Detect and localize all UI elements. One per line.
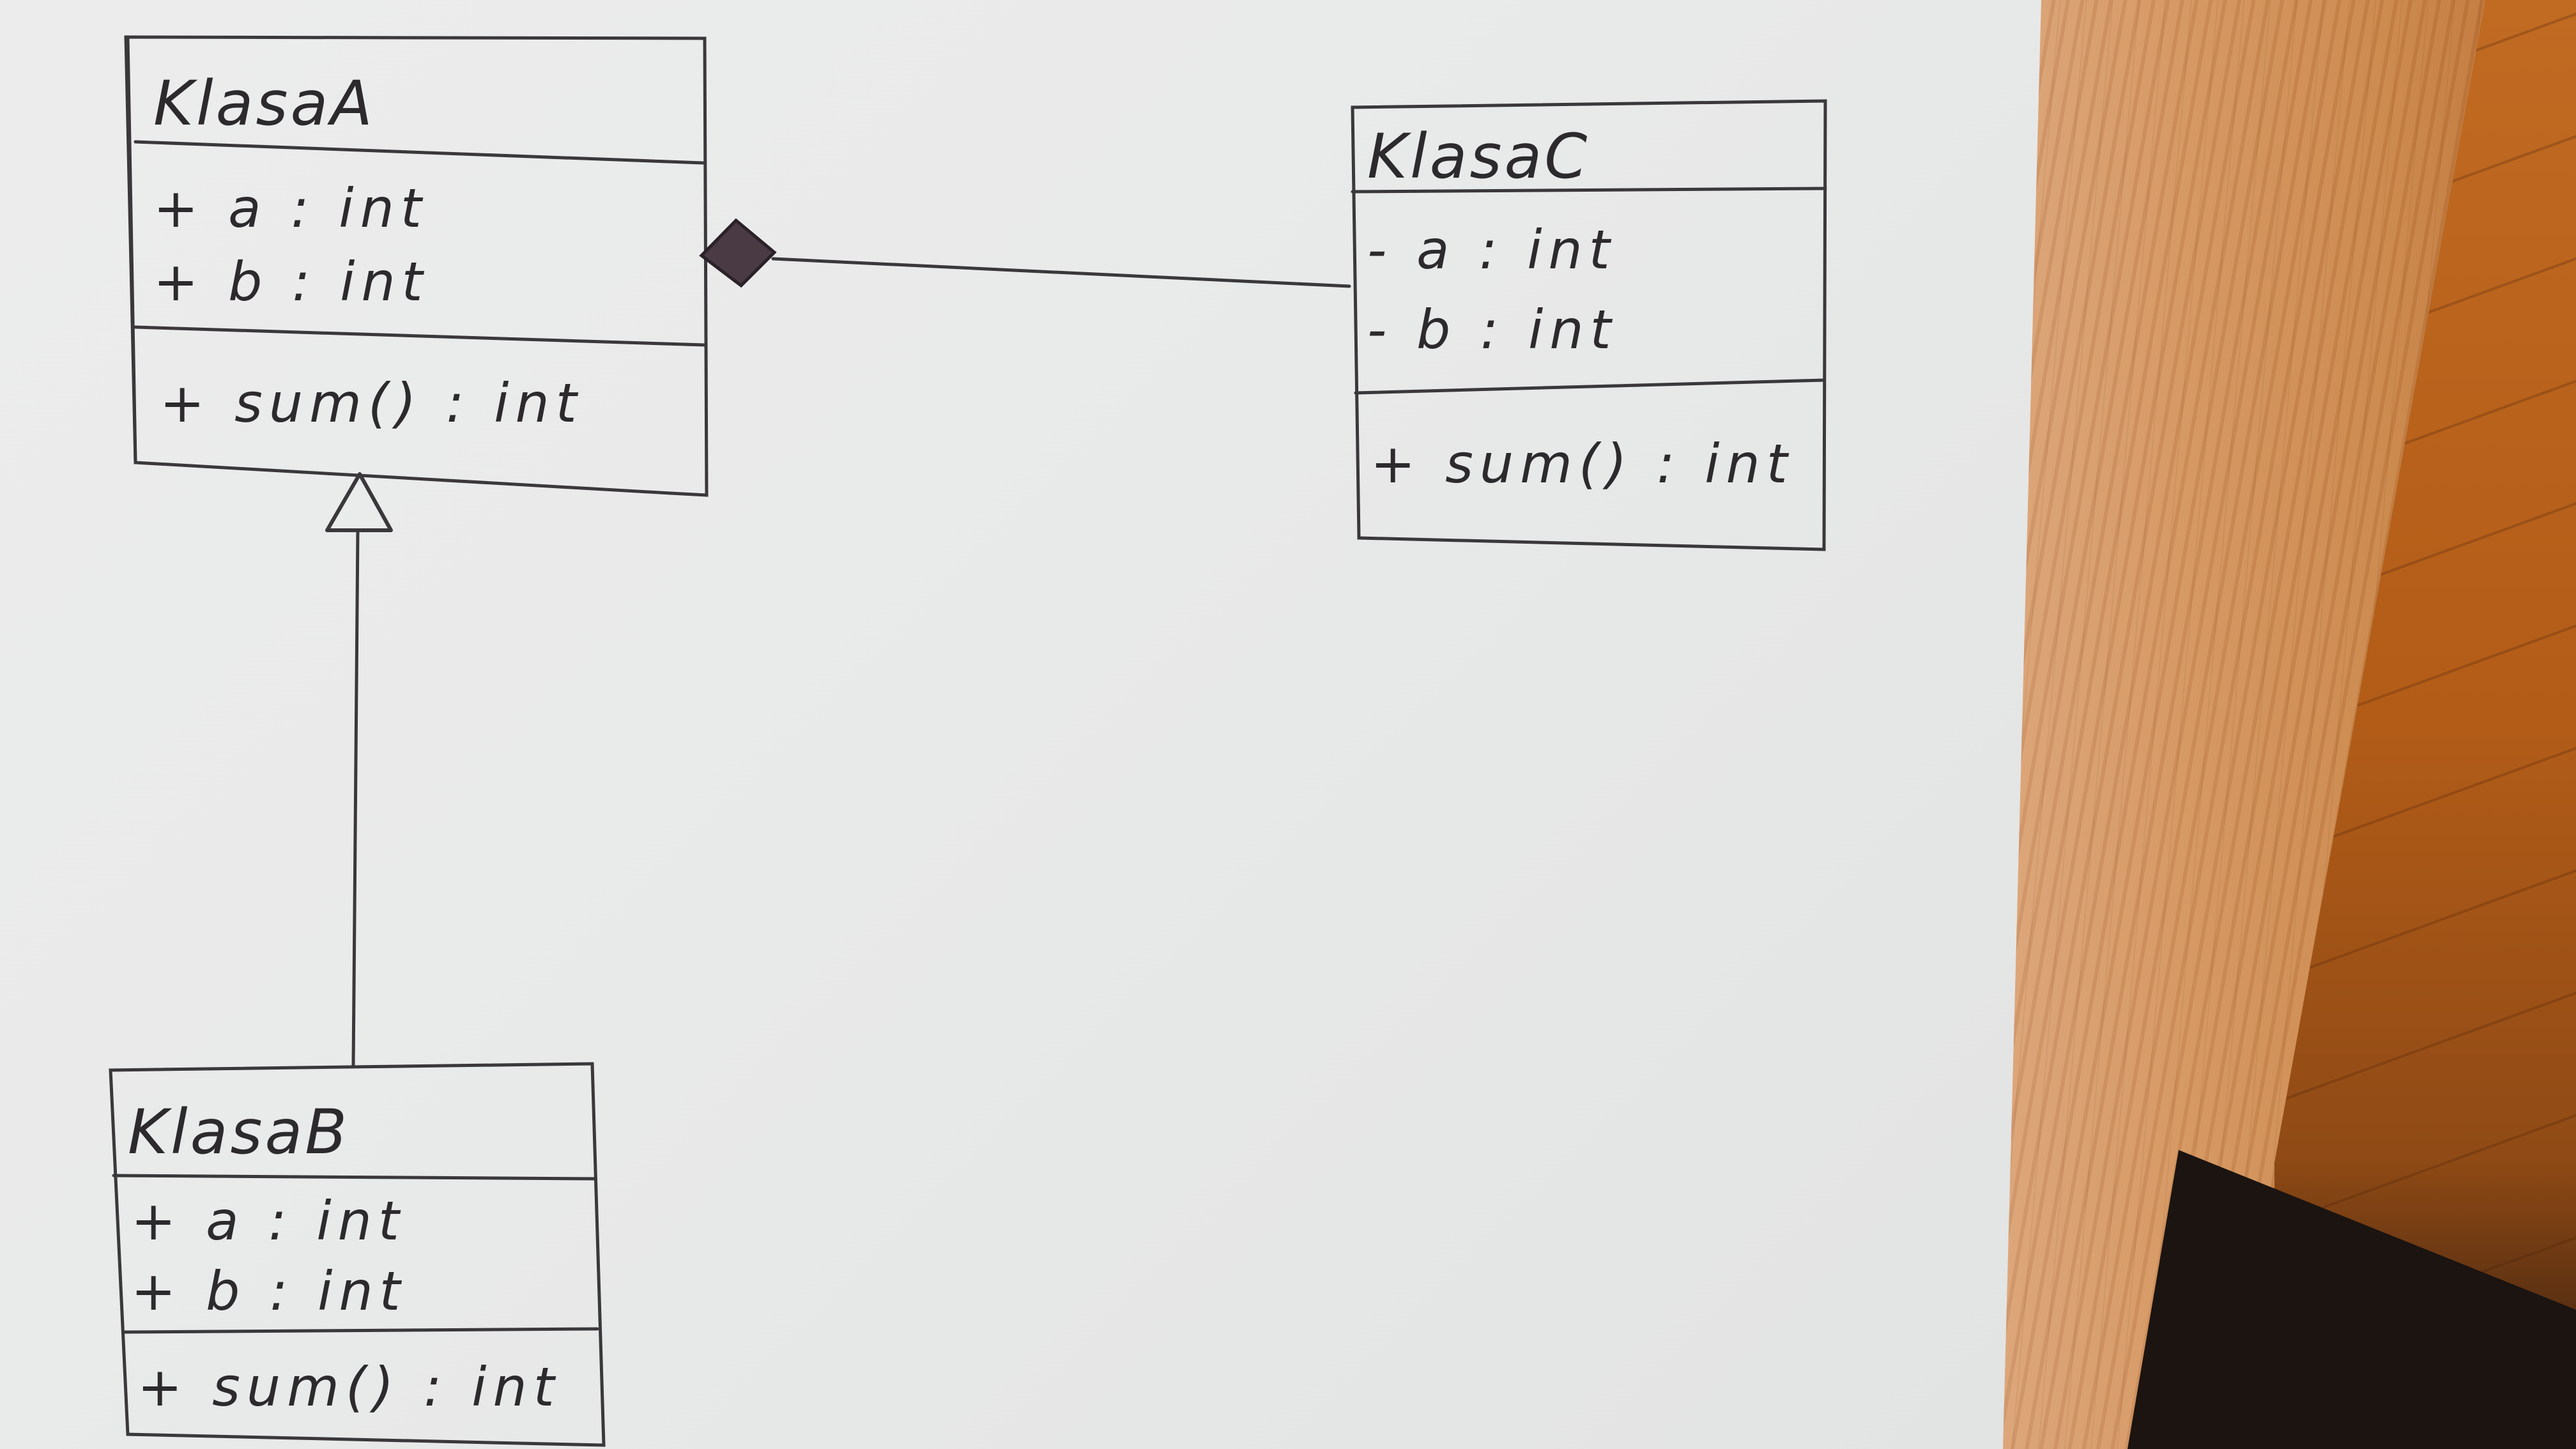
class-attribute: + b : int — [153, 250, 429, 313]
composition-relation — [699, 218, 1351, 288]
paper-sheet — [0, 0, 2041, 1449]
class-attr-divider — [1354, 378, 1826, 395]
class-klasa-a: KlasaA + a : int + b : int + sum() : int — [124, 35, 709, 497]
class-name: KlasaC — [1367, 121, 1590, 192]
class-name-divider — [1351, 187, 1827, 194]
class-attribute: - b : int — [1367, 298, 1618, 361]
class-name: KlasaA — [153, 68, 375, 139]
class-attr-divider — [123, 1327, 599, 1334]
composition-line — [771, 257, 1351, 288]
class-attribute: + a : int — [131, 1190, 406, 1252]
filled-diamond-icon — [699, 218, 777, 288]
class-name: KlasaB — [128, 1096, 349, 1168]
class-box-left-edge — [126, 35, 137, 464]
class-attribute: + b : int — [131, 1260, 407, 1322]
class-klasa-b: KlasaB + a : int + b : int + sum() : int — [109, 1062, 606, 1447]
class-attr-divider — [134, 325, 707, 347]
class-name-divider — [134, 140, 705, 165]
class-method: + sum() : int — [1370, 433, 1794, 495]
hollow-triangle-icon — [325, 472, 393, 532]
generalization-relation — [325, 472, 393, 1068]
generalization-line — [351, 528, 360, 1068]
class-method: + sum() : int — [160, 372, 583, 434]
class-attribute: + a : int — [153, 177, 428, 240]
class-attribute: - a : int — [1367, 218, 1616, 281]
class-klasa-c: KlasaC - a : int - b : int + sum() : int — [1351, 99, 1827, 551]
class-name-divider — [112, 1174, 596, 1181]
class-method: + sum() : int — [137, 1356, 561, 1418]
class-box-outline — [109, 1062, 606, 1447]
